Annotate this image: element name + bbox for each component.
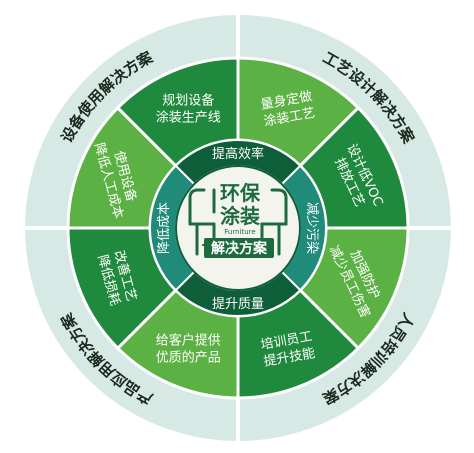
segment-label-line: 规划设备 <box>162 92 214 108</box>
inner-ring-label: 减少污染 <box>304 202 319 254</box>
center-title-line1: 环保 <box>220 181 261 205</box>
inner-ring-label: 降低成本 <box>157 202 172 254</box>
center-subtitle: 解决方案 <box>211 240 268 257</box>
inner-ring-label: 提高效率 <box>212 146 264 162</box>
center-furniture: Furniture <box>224 228 255 236</box>
segments-layer: 量身定做涂装工艺设计低VOC排放工艺加强防护减少员工伤害培训员工提升技能给客户提… <box>66 56 410 400</box>
center-disk <box>175 165 301 291</box>
inner-ring-label: 提升质量 <box>212 296 264 312</box>
center-title-line2: 涂装 <box>220 204 260 228</box>
segment-label-line: 给客户提供 <box>156 333 221 349</box>
segment-label-line: 优质的产品 <box>156 350 221 366</box>
center-subtitle-bg <box>204 238 274 258</box>
segment-label-line: 涂装生产线 <box>156 109 221 125</box>
